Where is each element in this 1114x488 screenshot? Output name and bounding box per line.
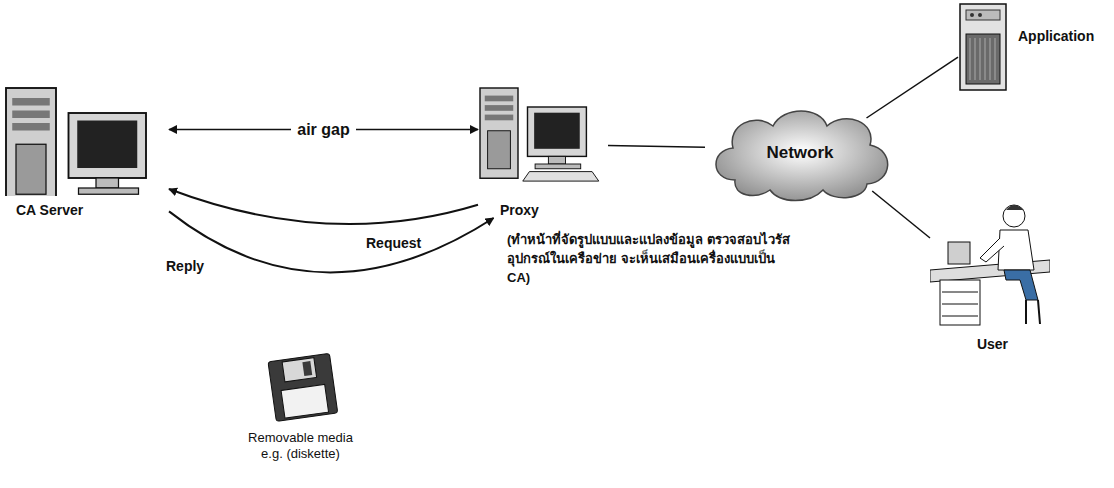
computer-icon <box>4 86 169 196</box>
node-label: CA Server <box>4 202 169 218</box>
proxy-note: (ทำหน้าที่จัดรูปแบบและแปลงข้อมูล ตรวจสอบ… <box>507 230 797 287</box>
edge-label: air gap <box>291 121 355 139</box>
connector <box>169 189 478 224</box>
ca-server: CA Server <box>4 86 169 218</box>
media-label: Removable media e.g. (diskette) <box>238 430 363 462</box>
diskette-icon <box>268 353 338 421</box>
user-node: User <box>930 200 1055 352</box>
connector <box>169 211 494 272</box>
edge-label: Request <box>360 235 427 251</box>
node-label: User <box>930 336 1055 352</box>
node-label: Network <box>705 100 895 205</box>
computer-icon <box>478 86 608 196</box>
user-icon <box>930 200 1050 330</box>
connector <box>608 145 705 147</box>
network-cloud: Network <box>705 100 895 205</box>
connector <box>867 57 959 118</box>
application-server: Application <box>958 2 1108 94</box>
node-label: Application <box>1018 28 1094 44</box>
server-icon <box>958 2 1010 94</box>
edge-label: Reply <box>160 258 210 274</box>
connector <box>872 191 930 238</box>
proxy-server: Proxy <box>478 86 608 218</box>
node-label: Proxy <box>478 202 608 218</box>
